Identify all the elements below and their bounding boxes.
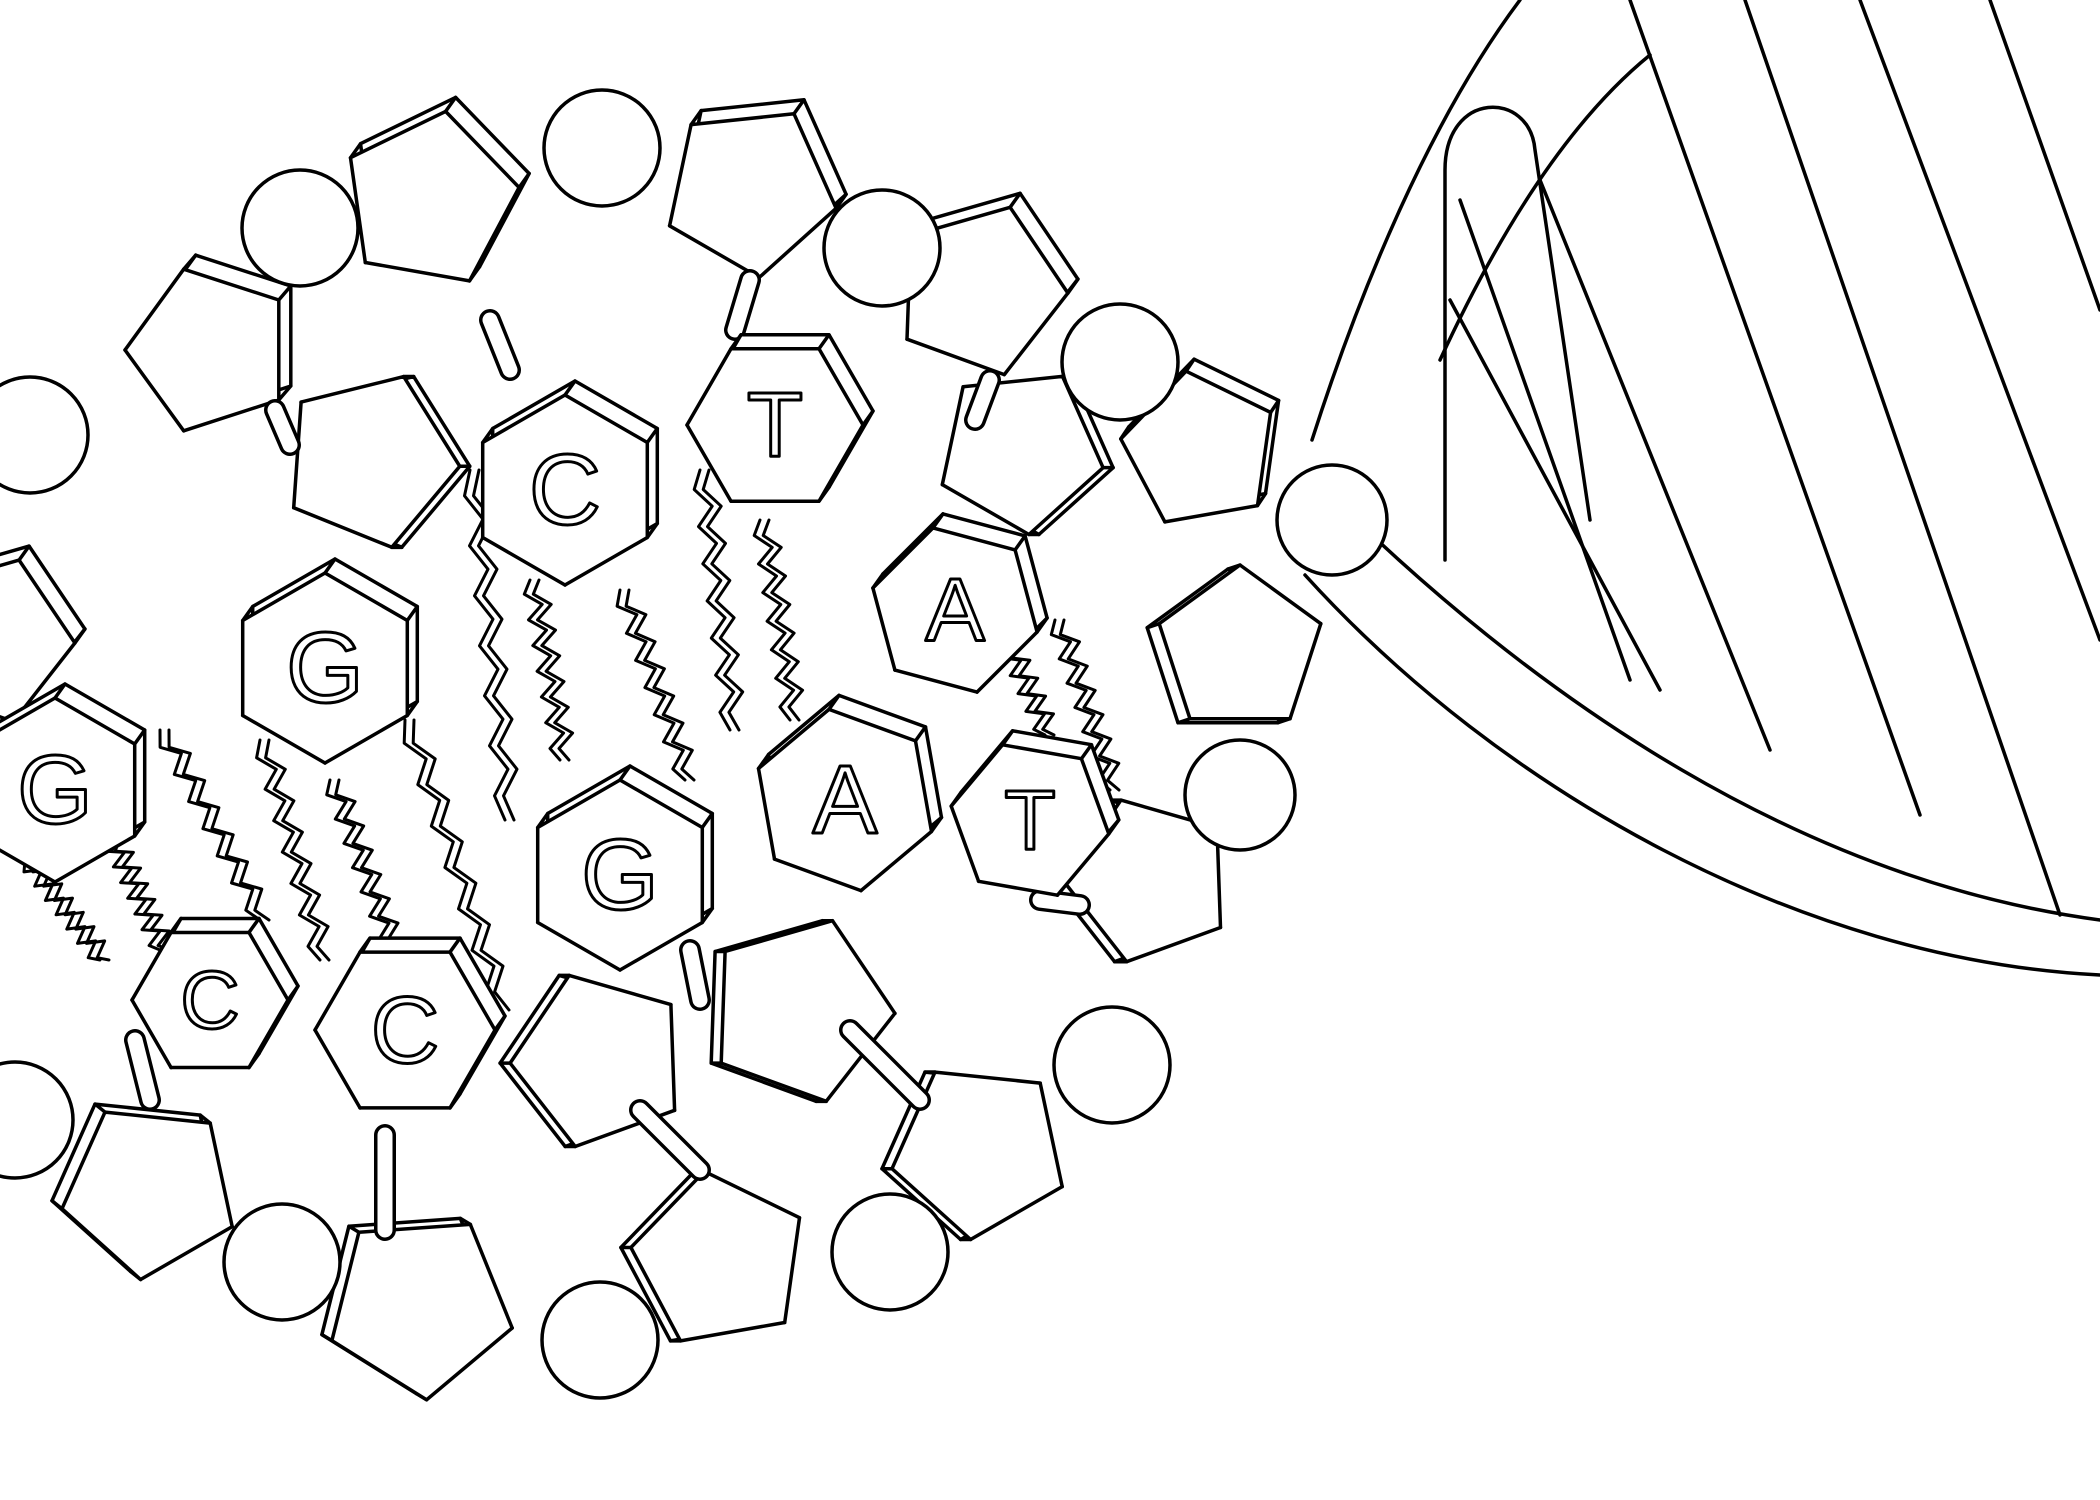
backbone-link: [479, 309, 521, 381]
helix-ribbon-top: [1333, 498, 2100, 922]
sugar-pentagon: [348, 95, 531, 283]
phosphate-circle: [542, 88, 662, 208]
phosphate-circle: [0, 1060, 75, 1180]
sugar-pentagon: [320, 1216, 514, 1402]
phosphate-circle: [830, 1192, 950, 1312]
phosphate-circle: [240, 168, 360, 288]
backbone-link: [1029, 889, 1091, 916]
hydrogen-bond: [692, 468, 745, 732]
sugar-pentagon: [667, 98, 848, 280]
sugar-pentagon: [880, 1070, 1064, 1242]
hydrogen-bond: [158, 728, 271, 922]
nucleobase-g: G: [240, 557, 420, 765]
nucleobase-c: C: [480, 379, 660, 587]
helix-backbone-outer: [1310, 0, 1522, 442]
nucleobase-g: G: [535, 764, 715, 972]
base-letter: C: [529, 434, 601, 546]
helix-rungs: [1448, 0, 2100, 917]
sugar-pentagon: [905, 191, 1080, 377]
hydrogen-bond: [104, 838, 171, 952]
hydrogen-bond: [1049, 618, 1121, 792]
backbone-link: [964, 369, 1001, 431]
backbone-link: [839, 1019, 931, 1111]
backbone-link: [679, 939, 711, 1011]
sugar-pentagon: [1145, 563, 1323, 725]
hydrogen-bonds: [22, 468, 1121, 1012]
hydrogen-bond: [752, 518, 805, 722]
phosphate-circle: [1052, 1005, 1172, 1125]
phosphate-circle: [1060, 302, 1180, 422]
nucleobase-t: T: [949, 729, 1121, 897]
phosphate-circle: [540, 1280, 660, 1400]
hydrogen-bond: [325, 778, 401, 952]
helix-backbone-inner: [1438, 53, 1652, 362]
phosphate-circle: [822, 188, 942, 308]
sugar-pentagon: [291, 374, 472, 550]
base-letter: A: [925, 560, 985, 660]
base-letter: G: [581, 819, 659, 931]
backbone-link: [629, 1099, 711, 1181]
phosphate-circle: [222, 1202, 342, 1322]
phosphate-circle: [1275, 463, 1389, 577]
nucleobase-a: A: [756, 693, 944, 893]
hydrogen-bond: [402, 718, 511, 1012]
base-letter: A: [813, 745, 878, 854]
nucleobase-t: T: [685, 333, 875, 503]
hydrogen-bond: [255, 738, 331, 962]
sugar-pentagon: [50, 1102, 234, 1282]
sugar-backbone: [0, 95, 1323, 1402]
phosphate-circle: [1183, 738, 1297, 852]
nucleobase-c: C: [313, 936, 507, 1110]
helix-ribbon-bottom: [1303, 573, 2100, 977]
base-letter: G: [17, 735, 92, 844]
base-letter: G: [286, 612, 364, 724]
double-helix: [1303, 0, 2100, 977]
sugar-pentagon: [709, 918, 897, 1104]
nucleobase-a: A: [871, 512, 1049, 694]
hydrogen-bond: [522, 578, 575, 762]
nucleobase-c: C: [130, 916, 300, 1070]
base-letter: C: [371, 977, 440, 1083]
phosphate-circle: [0, 375, 90, 495]
base-letter: C: [180, 955, 239, 1046]
helix-curl: [1443, 105, 1592, 562]
backbone-link: [724, 269, 761, 341]
sugar-pentagon: [619, 1169, 802, 1343]
base-letter: T: [1004, 773, 1055, 867]
nucleobases: G C G C C G T AA T: [0, 333, 1121, 1110]
backbone-link: [264, 399, 301, 456]
base-letter: T: [747, 375, 803, 477]
sugar-pentagon: [123, 253, 293, 433]
nucleobase-g: G: [0, 682, 147, 884]
phosphate-groups: [0, 88, 1389, 1400]
backbone-link: [124, 1029, 161, 1111]
hydrogen-bond: [615, 588, 696, 782]
